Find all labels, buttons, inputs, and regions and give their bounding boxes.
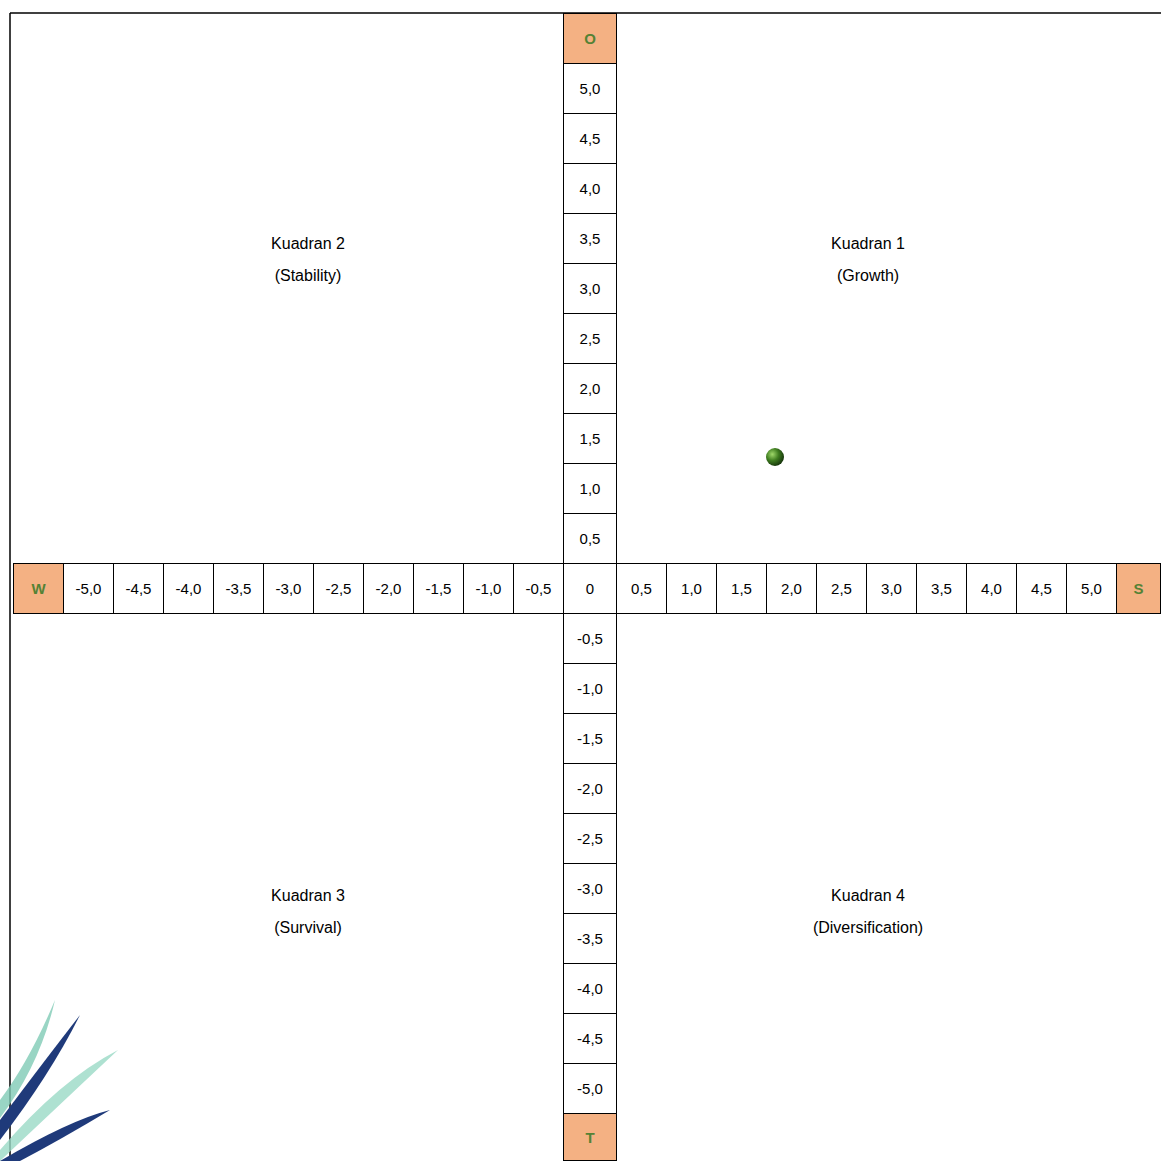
axis-cell: 4,5	[1016, 563, 1067, 614]
axis-cell: -1,0	[563, 663, 617, 714]
axis-cell: -2,0	[363, 563, 414, 614]
axis-cell: -1,5	[563, 713, 617, 764]
axis-cell: -5,0	[563, 1063, 617, 1114]
axis-end-cell: S	[1116, 563, 1161, 614]
axis-cell: 3,0	[866, 563, 917, 614]
axis-cell: -3,0	[263, 563, 314, 614]
axis-cell: -3,0	[563, 863, 617, 914]
axis-cell: 4,0	[966, 563, 1017, 614]
quadrant-label: Kuadran 2	[271, 235, 345, 253]
axis-cell: -2,5	[563, 813, 617, 864]
axis-cell: 5,0	[563, 63, 617, 114]
axis-cell: -4,5	[563, 1013, 617, 1064]
leaf-decoration	[0, 1000, 118, 1161]
quadrant-label: Kuadran 1	[831, 235, 905, 253]
axis-cell: 0	[563, 563, 617, 614]
axis-cell: 3,5	[916, 563, 967, 614]
axis-cell: 1,5	[716, 563, 767, 614]
axis-cell: -5,0	[63, 563, 114, 614]
quadrant-label: (Diversification)	[813, 919, 923, 937]
axis-cell: -4,0	[163, 563, 214, 614]
axis-cell: -1,5	[413, 563, 464, 614]
axis-cell: 3,5	[563, 213, 617, 264]
axis-cell: 0,5	[563, 513, 617, 564]
frame-line	[9, 13, 11, 1161]
axis-cell: 4,5	[563, 113, 617, 164]
axis-end-cell: W	[13, 563, 64, 614]
axis-cell: -3,5	[213, 563, 264, 614]
axis-cell: -2,5	[313, 563, 364, 614]
axis-cell: 3,0	[563, 263, 617, 314]
axis-end-cell: O	[563, 13, 617, 64]
axis-end-cell: T	[563, 1113, 617, 1161]
axis-cell: -4,0	[563, 963, 617, 1014]
axis-cell: 1,0	[666, 563, 717, 614]
axis-cell: 2,0	[766, 563, 817, 614]
axis-cell: 2,5	[816, 563, 867, 614]
position-dot	[766, 448, 784, 466]
quadrant-label: Kuadran 4	[831, 887, 905, 905]
axis-cell: 1,5	[563, 413, 617, 464]
axis-cell: -1,0	[463, 563, 514, 614]
axis-cell: -4,5	[113, 563, 164, 614]
axis-cell: 4,0	[563, 163, 617, 214]
axis-cell: 1,0	[563, 463, 617, 514]
axis-cell: 0,5	[616, 563, 667, 614]
axis-cell: -2,0	[563, 763, 617, 814]
quadrant-label: Kuadran 3	[271, 887, 345, 905]
quadrant-label: (Survival)	[274, 919, 342, 937]
quadrant-label: (Growth)	[837, 267, 899, 285]
axis-cell: -0,5	[513, 563, 564, 614]
axis-cell: -3,5	[563, 913, 617, 964]
quadrant-label: (Stability)	[275, 267, 342, 285]
axis-cell: 2,5	[563, 313, 617, 364]
axis-cell: 2,0	[563, 363, 617, 414]
axis-cell: -0,5	[563, 613, 617, 664]
axis-cell: 5,0	[1066, 563, 1117, 614]
